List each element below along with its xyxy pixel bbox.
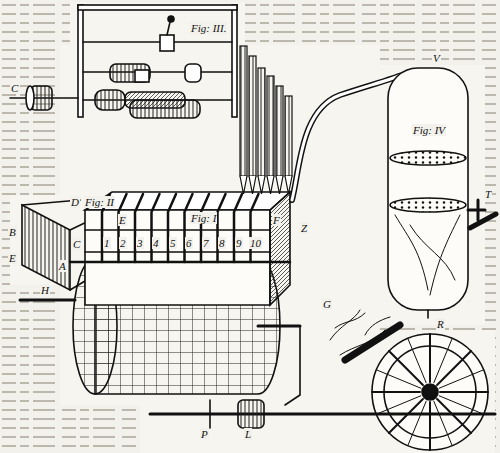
callout-number: 6 [185, 237, 193, 249]
part-letter: L [244, 428, 252, 440]
key-levers [102, 194, 259, 262]
part-letter: E [8, 252, 17, 264]
callout-number: 5 [169, 237, 177, 249]
water-wheel [372, 334, 488, 450]
figure-label: Fig: I [190, 212, 217, 224]
figure-label: Fig: III. [190, 22, 227, 34]
part-letter: C [10, 82, 19, 94]
part-letter: D [70, 196, 80, 208]
part-letter: P [200, 428, 209, 440]
wind-chest [70, 192, 290, 305]
part-letter: G [322, 298, 332, 310]
part-letter: B [8, 226, 17, 238]
air-vessel [388, 68, 496, 318]
callout-number: 9 [235, 237, 243, 249]
part-letter: E [118, 214, 127, 226]
callout-number: 10 [249, 237, 262, 249]
part-letter: C [72, 238, 81, 250]
part-letter: A [58, 260, 67, 272]
callout-number: 3 [136, 237, 144, 249]
part-letter: R [436, 318, 445, 330]
water-spray [330, 310, 390, 355]
figure-label: Fig: IV [412, 124, 446, 136]
callout-number: 1 [103, 237, 111, 249]
part-letter: V [432, 52, 441, 64]
drive-axle [150, 326, 495, 428]
part-letter: F [272, 214, 281, 226]
part-letter: T [484, 188, 492, 200]
callout-number: 8 [218, 237, 226, 249]
spool [10, 86, 78, 110]
callout-number: 2 [119, 237, 127, 249]
callout-number: 7 [202, 237, 210, 249]
organ-pipes [240, 46, 292, 194]
figure-label: Fig: II [84, 196, 115, 208]
part-letter: H [40, 284, 50, 296]
part-letter: Z [300, 222, 308, 234]
callout-number: 4 [152, 237, 160, 249]
spool-frame [78, 5, 237, 118]
